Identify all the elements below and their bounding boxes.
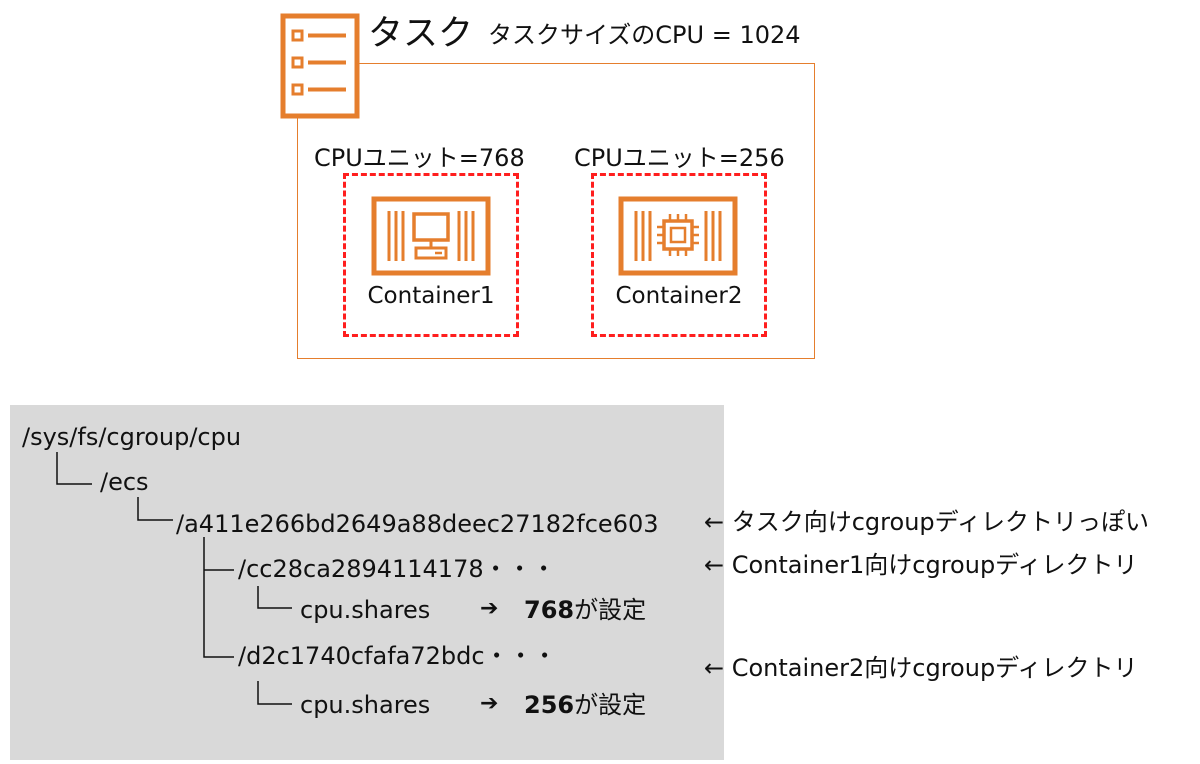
task-list-icon: [280, 13, 360, 119]
container1-shares-value: 768: [524, 596, 575, 624]
container2-cgroup-note: ← Container2向けcgroupディレクトリ: [704, 654, 1138, 682]
container1-cpu-shares-file: cpu.shares: [300, 596, 431, 624]
cgroup-cpu-root: /sys/fs/cgroup/cpu: [22, 423, 242, 451]
container2-cgroup-directory: /d2c1740cfafa72bdc・・・: [238, 642, 557, 670]
container-chip-icon: [618, 196, 738, 276]
cgroup-filesystem-panel: [10, 405, 724, 760]
container2-shares-setting: 256が設定: [524, 690, 646, 720]
arrow-right-icon: ➔: [480, 596, 499, 621]
ecs-directory: /ecs: [100, 468, 149, 496]
task-frame: [297, 63, 815, 359]
task-title: タスク: [368, 14, 474, 54]
container1-cgroup-directory: /cc28ca2894114178・・・: [238, 555, 556, 583]
container1-cpu-units: CPUユニット=768: [314, 144, 525, 172]
container1-shares-suffix: が設定: [574, 596, 647, 624]
container2-shares-suffix: が設定: [574, 691, 647, 719]
task-cgroup-directory: /a411e266bd2649a88deec27182fce603: [176, 510, 659, 538]
container1-cgroup-note: ← Container1向けcgroupディレクトリ: [704, 551, 1138, 579]
container1-box: [343, 173, 519, 337]
container-monitor-icon: [371, 196, 491, 276]
task-cpu-size: タスクサイズのCPU = 1024: [488, 21, 801, 49]
container2-cpu-shares-file: cpu.shares: [300, 691, 431, 719]
task-cgroup-note: ← タスク向けcgroupディレクトリっぽい: [704, 508, 1149, 536]
container2-name: Container2: [615, 283, 743, 309]
container1-name: Container1: [367, 283, 495, 309]
container2-cpu-units: CPUユニット=256: [574, 144, 785, 172]
arrow-right-icon: ➔: [480, 691, 499, 716]
container2-shares-value: 256: [524, 691, 575, 719]
container2-box: [591, 173, 767, 337]
container1-shares-setting: 768が設定: [524, 595, 646, 625]
